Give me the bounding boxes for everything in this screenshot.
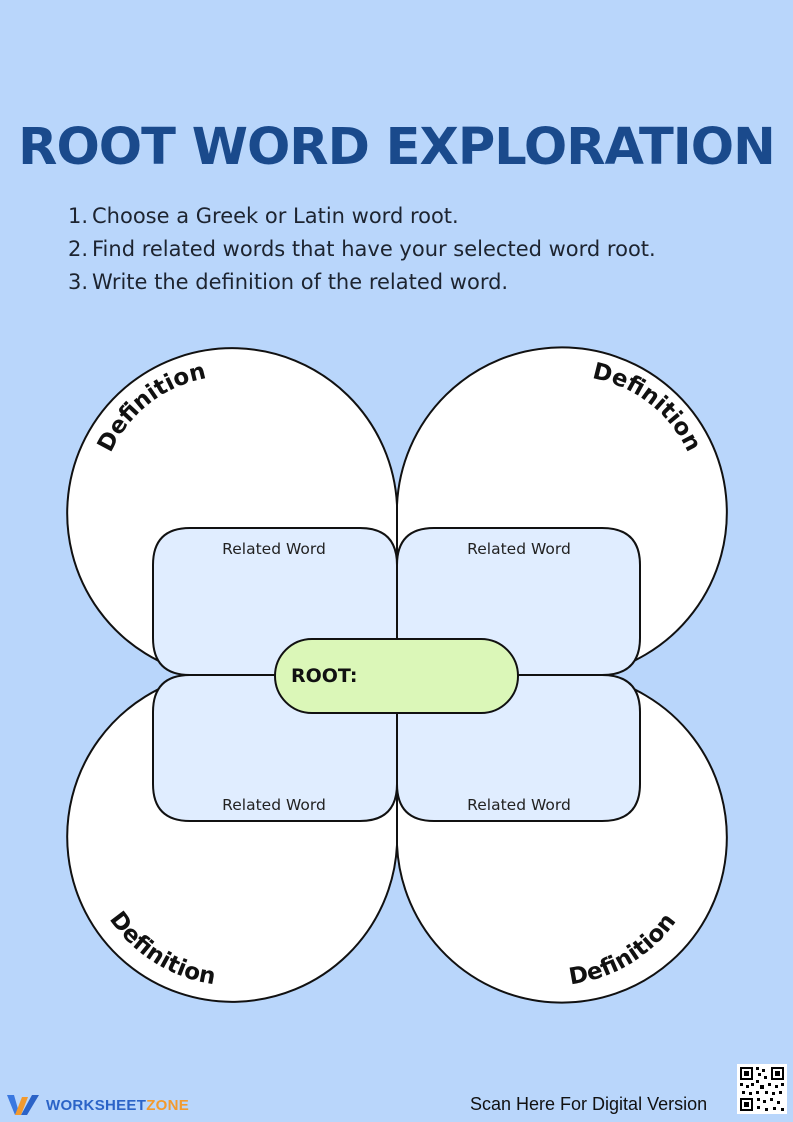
related-word-label: Related Word	[467, 540, 571, 558]
root-input-box[interactable]	[274, 638, 519, 714]
instructions-list: 1.Choose a Greek or Latin word root. 2.F…	[68, 200, 656, 299]
related-word-label: Related Word	[222, 796, 326, 814]
root-word-organizer: Related Word Related Word Related Word R…	[66, 346, 728, 1004]
related-word-label: Related Word	[467, 796, 571, 814]
scan-instruction: Scan Here For Digital Version	[470, 1094, 708, 1114]
page-title: ROOT WORD EXPLORATION	[18, 118, 776, 177]
brand-name: WORKSHEET	[46, 1096, 147, 1114]
worksheet-zone-logo-icon	[7, 1095, 39, 1115]
brand-name-suffix: ZONE	[146, 1096, 190, 1114]
instruction-step: 3.Write the definition of the related wo…	[68, 270, 509, 294]
related-word-label: Related Word	[222, 540, 326, 558]
instruction-step: 2.Find related words that have your sele…	[68, 237, 656, 261]
instruction-step: 1.Choose a Greek or Latin word root.	[68, 204, 459, 228]
worksheet-zone-logo[interactable]: WORKSHEETZONE	[6, 1092, 189, 1118]
qr-code-icon[interactable]	[737, 1064, 787, 1114]
root-label: ROOT:	[291, 665, 357, 687]
